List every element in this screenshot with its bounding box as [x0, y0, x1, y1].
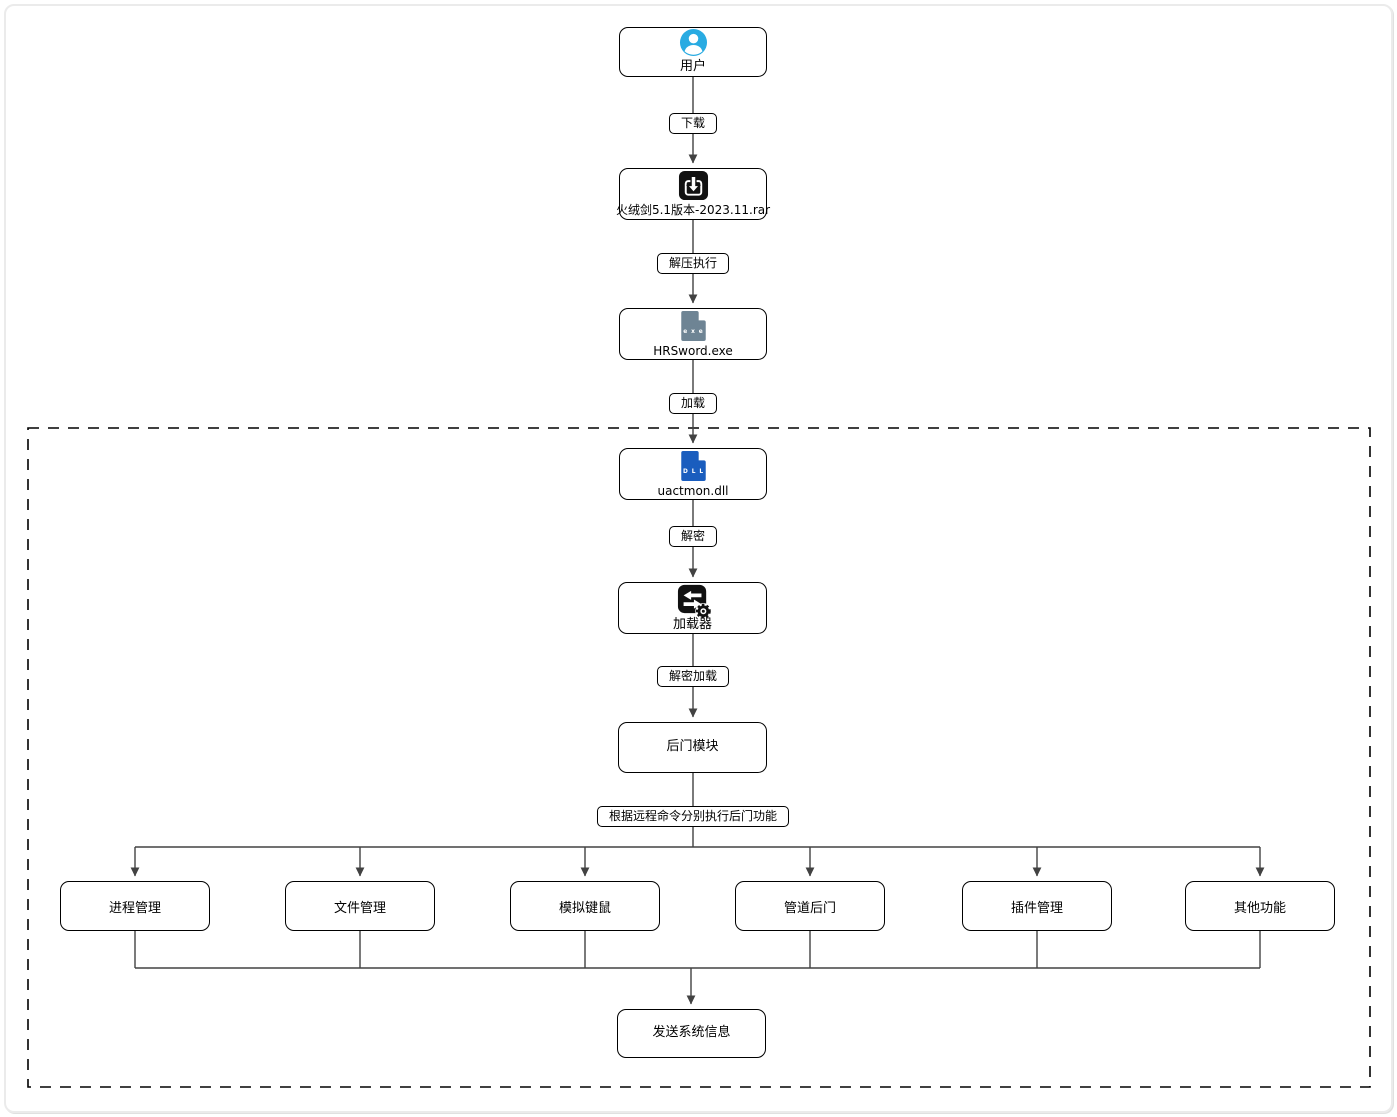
- node-pipe-backdoor: 管道后门: [735, 881, 885, 931]
- node-user-label: 用户: [679, 59, 706, 75]
- node-user: 用户: [619, 27, 767, 77]
- edge-label-decrypt-load: 解密加载: [656, 666, 730, 687]
- branch-label: 插件管理: [1010, 900, 1063, 916]
- branch-label: 其他功能: [1233, 900, 1286, 916]
- download-icon: [678, 170, 708, 201]
- node-backdoor-label: 后门模块: [666, 739, 719, 755]
- exe-file-icon: e x e: [680, 310, 706, 341]
- edge-label-branch-note: 根据远程命令分别执行后门功能: [596, 806, 790, 827]
- edge-label-load: 加载: [668, 393, 718, 414]
- node-file-management: 文件管理: [285, 881, 435, 931]
- node-dll-label: uactmon.dll: [657, 483, 729, 498]
- node-process-management: 进程管理: [60, 881, 210, 931]
- edge-label-extract-run: 解压执行: [656, 253, 730, 274]
- node-exe-label: HRSword.exe: [653, 343, 733, 358]
- branch-label: 管道后门: [783, 900, 836, 916]
- node-loader: 加载器: [618, 582, 767, 634]
- branch-label: 模拟键鼠: [558, 900, 611, 916]
- transfer-gear-icon: [677, 584, 711, 619]
- node-send-info-label: 发送系统信息: [652, 1025, 731, 1041]
- node-send-system-info: 发送系统信息: [617, 1009, 766, 1058]
- node-simulate-keyboard-mouse: 模拟键鼠: [510, 881, 660, 931]
- dashed-boundary: [27, 427, 1371, 1088]
- svg-text:e x e: e x e: [683, 329, 703, 335]
- dll-file-icon: D L L: [680, 450, 706, 481]
- node-other-functions: 其他功能: [1185, 881, 1335, 931]
- node-backdoor-module: 后门模块: [618, 722, 767, 773]
- branch-label: 文件管理: [333, 900, 386, 916]
- edge-label-download: 下载: [668, 113, 718, 134]
- node-loader-label: 加载器: [672, 616, 712, 632]
- node-rar-file: 火绒剑5.1版本-2023.11.rar: [615, 168, 771, 220]
- user-icon: [679, 29, 707, 57]
- node-uactmon-dll: D L L uactmon.dll: [619, 448, 767, 500]
- branch-label: 进程管理: [108, 900, 161, 916]
- node-hrsword-exe: e x e HRSword.exe: [619, 308, 767, 360]
- node-rar-label: 火绒剑5.1版本-2023.11.rar: [615, 203, 771, 217]
- svg-text:D L L: D L L: [682, 469, 703, 475]
- node-plugin-management: 插件管理: [962, 881, 1112, 931]
- edge-label-decrypt: 解密: [668, 526, 718, 547]
